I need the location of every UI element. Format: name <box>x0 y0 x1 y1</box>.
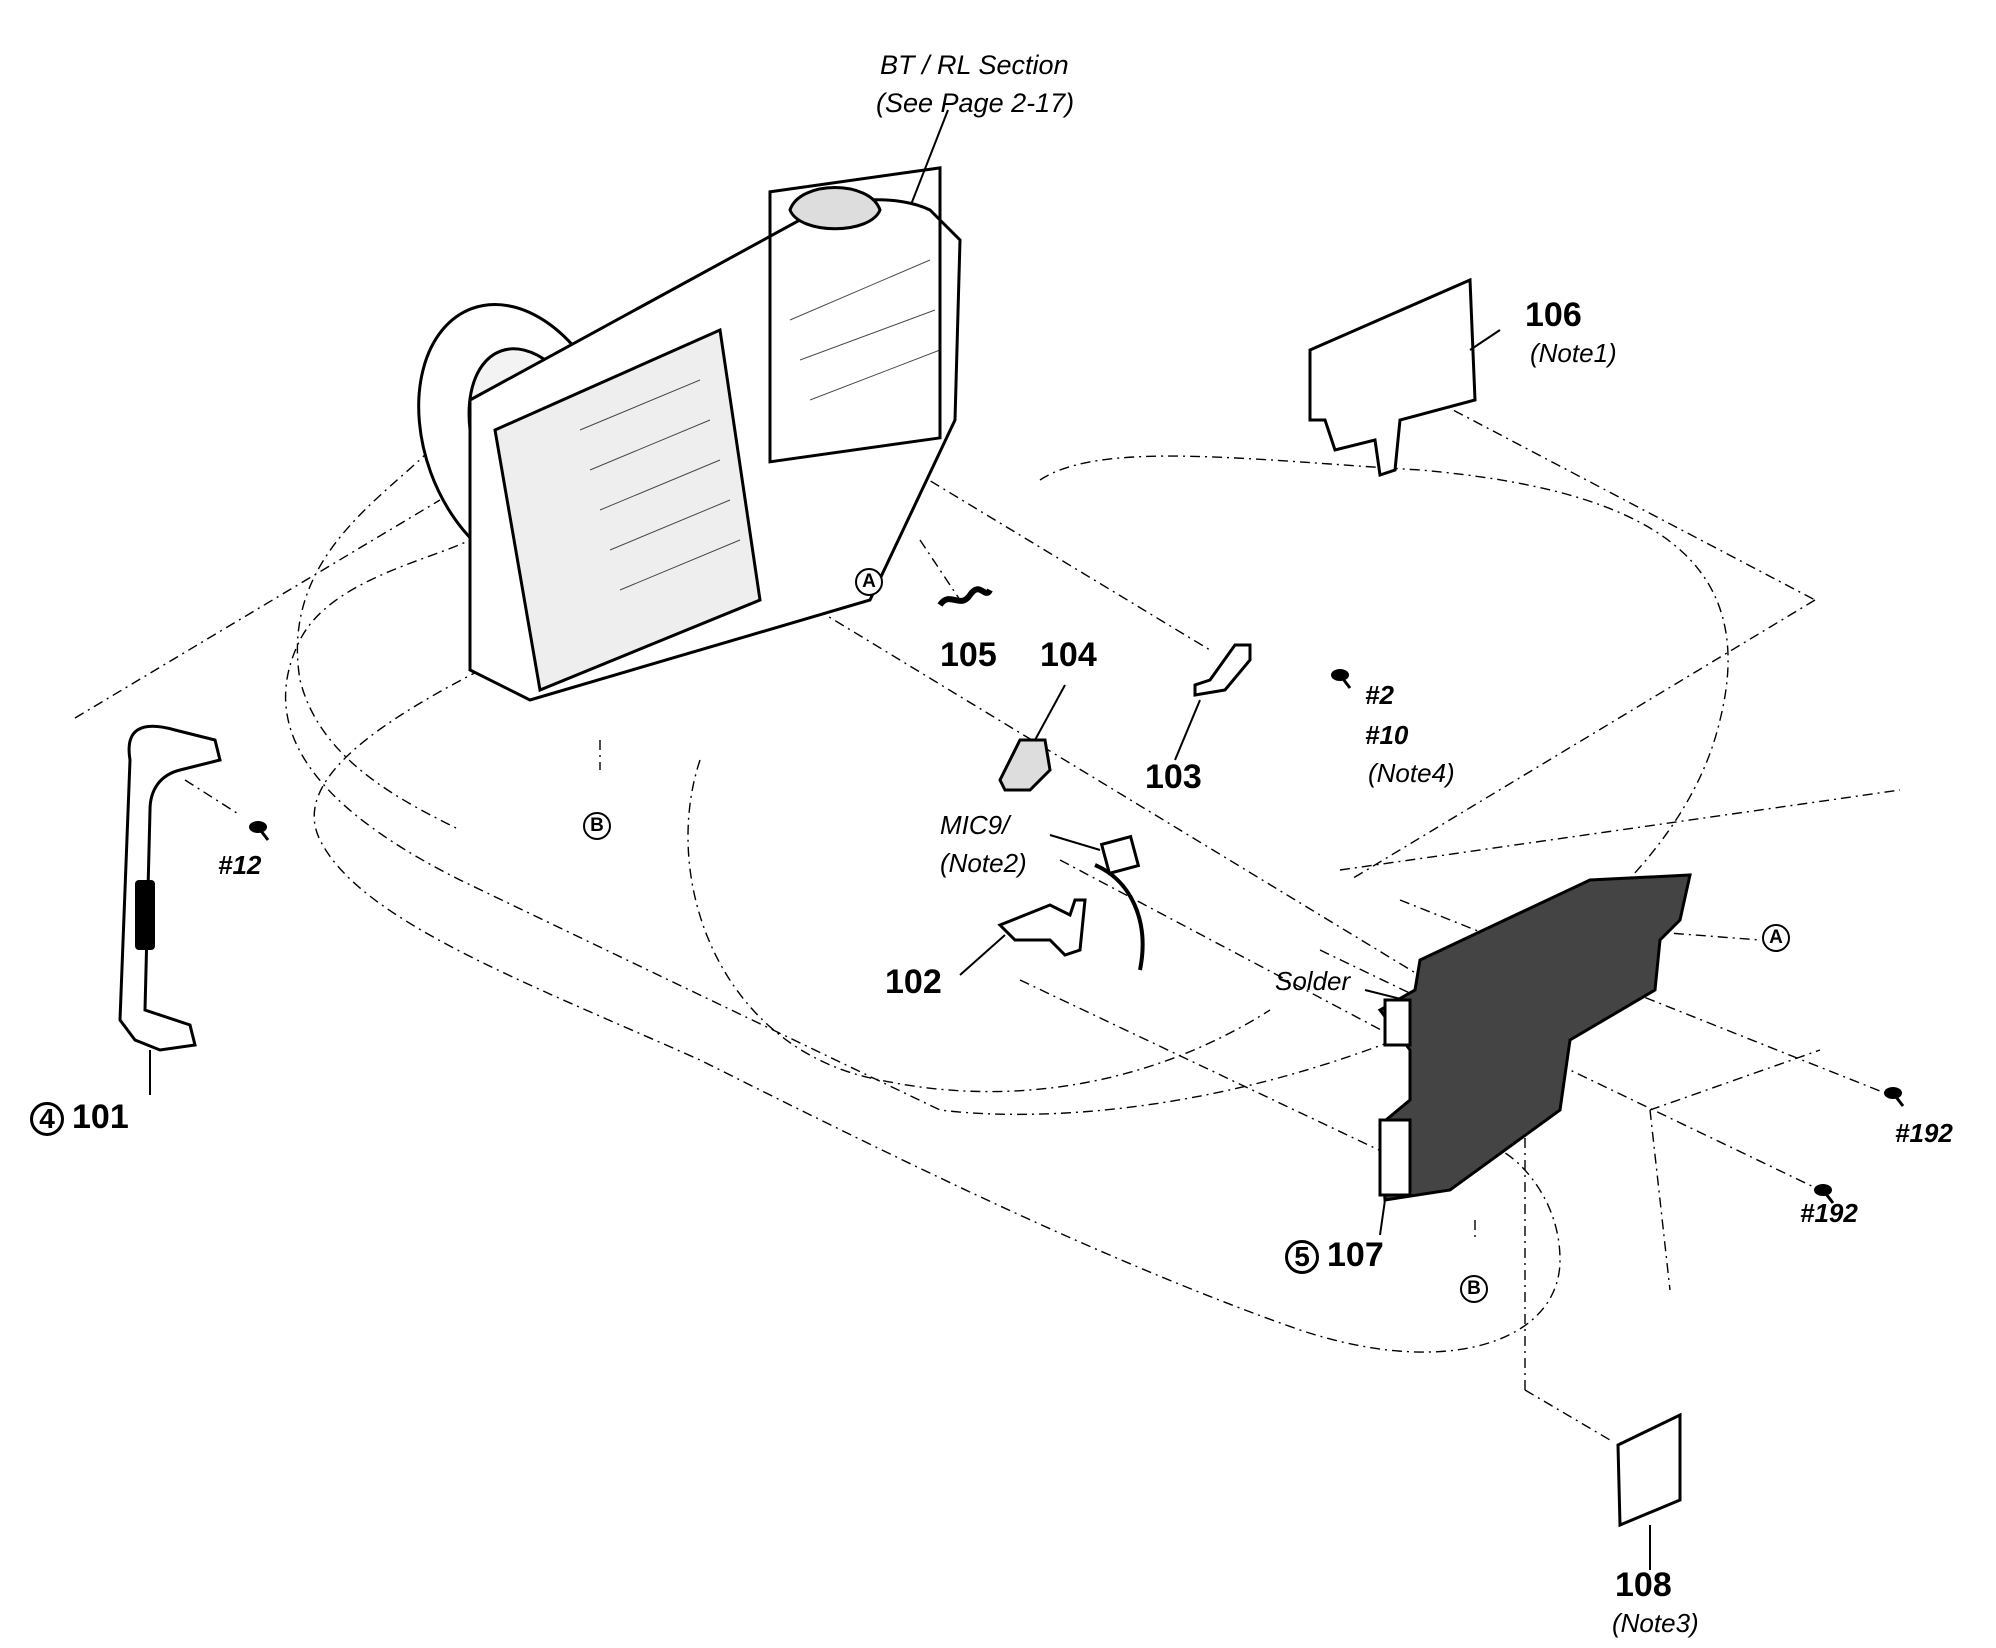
part-102-bracket <box>997 898 1087 957</box>
assembly-outline-4 <box>296 449 461 831</box>
part-105-spring <box>937 586 993 607</box>
num-102-leader-line <box>959 934 1006 976</box>
section-ref: (See Page 2-17) <box>876 88 1075 118</box>
mic-note: (Note2) <box>940 848 1027 878</box>
leader-103-line <box>779 389 1211 651</box>
num-104-leader-line <box>1034 684 1066 741</box>
part-107-board <box>1377 873 1692 1202</box>
ref-circle-5: 5 <box>1285 1240 1319 1275</box>
leader-106-line-2 <box>1349 599 1816 881</box>
part-101-bracket <box>118 724 222 1052</box>
camera-top-dial <box>788 186 882 231</box>
part-106-plate <box>1308 277 1477 477</box>
leader-101-line <box>74 499 441 719</box>
num-107-leader-line <box>1379 1199 1386 1236</box>
leader-panel-line-3 <box>1339 789 1901 871</box>
section-leader-line <box>904 109 949 221</box>
screw-12-label: #12 <box>218 850 262 880</box>
part-107-number: 107 <box>1327 1236 1384 1274</box>
mic-label: MIC9/ <box>940 810 1010 840</box>
leader-panel-line-2 <box>1649 1109 1671 1291</box>
part-105-number: 105 <box>940 636 997 674</box>
part-103-number: 103 <box>1145 758 1202 796</box>
part-108-note: (Note3) <box>1612 1608 1699 1638</box>
part-103-bracket <box>1193 643 1252 697</box>
marker-a-top: A <box>855 568 883 596</box>
leader-102-line <box>1019 979 1401 1161</box>
leader-12-line <box>184 779 241 816</box>
marker-a-right: A <box>1762 924 1790 952</box>
screw-icons <box>249 669 1905 1204</box>
leader-mic-line <box>1059 859 1401 1041</box>
part-108-number: 108 <box>1615 1566 1672 1604</box>
mic-wire <box>1094 863 1145 971</box>
solder-leader-line <box>1364 989 1406 1001</box>
mic-leader-line <box>1049 834 1101 851</box>
marker-b-left: B <box>583 812 611 840</box>
marker-b-right: B <box>1460 1275 1488 1303</box>
part-102-number: 102 <box>885 963 942 1001</box>
part-101-number: 101 <box>72 1098 129 1136</box>
leader-104-line <box>759 574 1461 1001</box>
leader-panel-line <box>1649 1049 1821 1111</box>
screw-2-label: #2 <box>1365 680 1394 710</box>
screw-192a-label: #192 <box>1895 1118 1953 1148</box>
part-107-connector-2 <box>1383 998 1412 1047</box>
assembly-outline-3 <box>313 659 1561 1353</box>
mic-capsule <box>1099 834 1141 876</box>
ref-circle-4: 4 <box>30 1102 64 1137</box>
leader-106-line <box>1414 389 1816 601</box>
num-103-leader-line <box>1174 699 1201 761</box>
leader-192b-line <box>1319 949 1821 1191</box>
screw-192b-label: #192 <box>1800 1198 1858 1228</box>
camera-detail-hatching <box>579 259 941 591</box>
part-104-clip <box>998 738 1052 792</box>
camera-body <box>417 166 962 702</box>
section-title: BT / RL Section <box>880 50 1069 80</box>
screw-10-note: (Note4) <box>1368 758 1455 788</box>
num-106-leader-line <box>1469 329 1501 351</box>
solder-label: Solder <box>1275 966 1351 996</box>
camera-side-panel <box>493 327 762 693</box>
leader-105-line <box>919 539 961 601</box>
part-108-sheet <box>1616 1412 1682 1528</box>
part-107-connector <box>1378 1118 1412 1197</box>
screw-10-label: #10 <box>1365 720 1409 750</box>
camera-frame-window <box>768 166 942 464</box>
leader-108-line-2 <box>1524 1389 1611 1441</box>
part-101-slot <box>135 880 155 950</box>
part-104-number: 104 <box>1040 636 1097 674</box>
part-106-number: 106 <box>1525 296 1582 334</box>
part-106-note: (Note1) <box>1530 338 1617 368</box>
